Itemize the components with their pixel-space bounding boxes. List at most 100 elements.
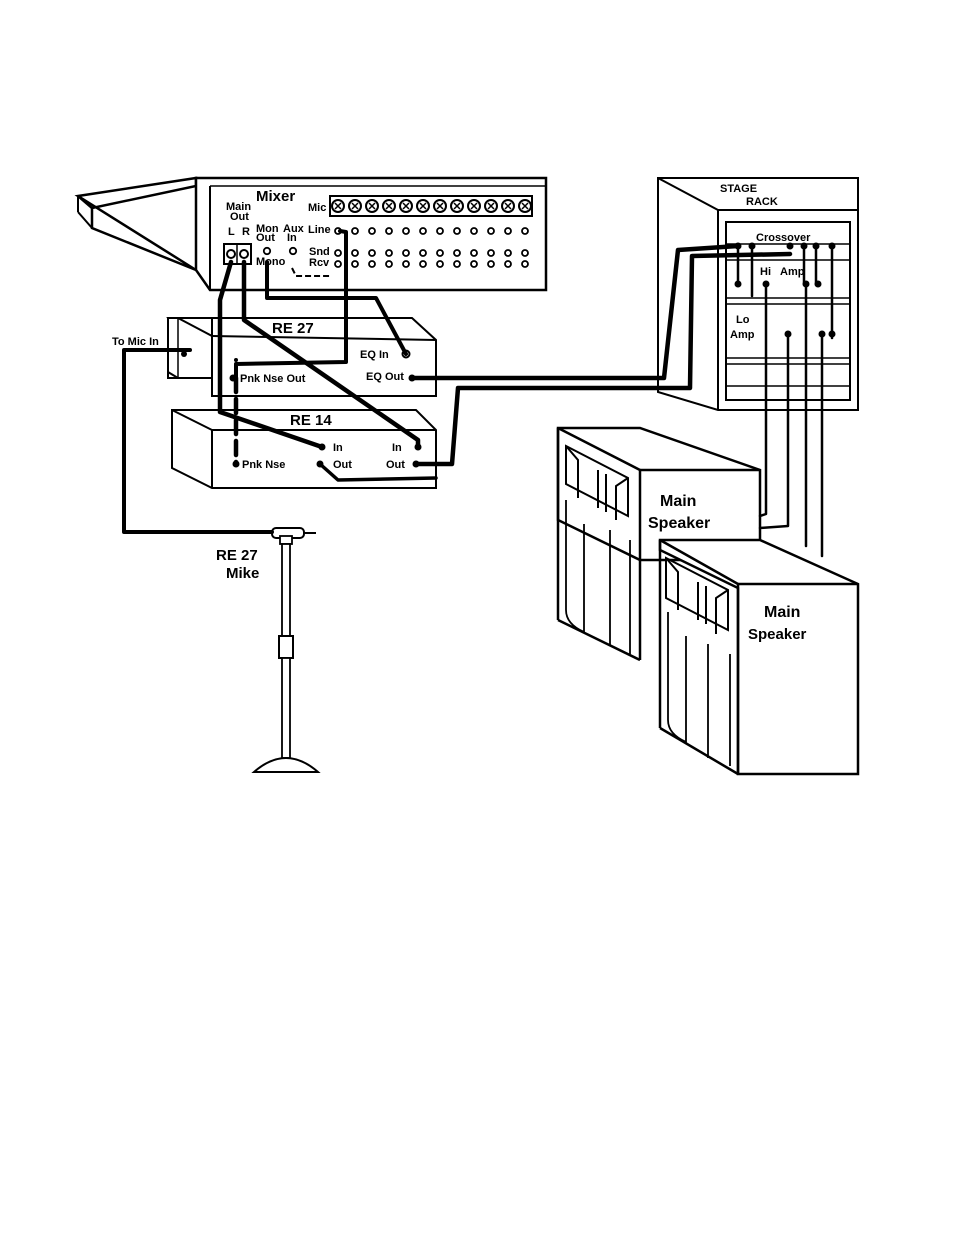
mixer-rcv-jack xyxy=(504,260,512,268)
mixer-line-jack xyxy=(419,227,427,235)
re14-title: RE 14 xyxy=(290,412,332,429)
re27-eq-out-label: EQ Out xyxy=(366,371,404,383)
line-to-pink-noise xyxy=(234,229,348,380)
mixer-aux-in-label-2: In xyxy=(287,232,297,244)
mixer-main-out-label-2: Out xyxy=(230,211,249,223)
mike-label: RE 27 xyxy=(216,547,258,564)
mixer-line-jack xyxy=(504,227,512,235)
hi-amp-label-2: Amp xyxy=(780,266,805,278)
mixer-line-jack xyxy=(470,227,478,235)
mixer-mic-jack-pin xyxy=(470,202,478,210)
mixer-aux-in-jack xyxy=(288,246,298,256)
stage-rack-title-2: RACK xyxy=(746,196,778,208)
mixer-snd-jack xyxy=(334,249,342,257)
mixer-snd-jack xyxy=(470,249,478,257)
mixer-snd-jack xyxy=(436,249,444,257)
re27-eq-in-label: EQ In xyxy=(360,349,389,361)
lo-amp-label-2: Amp xyxy=(730,329,755,341)
mixer-left-label: L xyxy=(228,226,235,238)
mixer-line-jack xyxy=(385,227,393,235)
mixer-line-jack xyxy=(402,227,410,235)
re14-out-to-crossover xyxy=(413,251,793,467)
mixer-snd-jack xyxy=(487,249,495,257)
mixer-rcv-jack xyxy=(521,260,529,268)
speaker-back-label-2: Speaker xyxy=(648,515,710,532)
mixer-rcv-jack xyxy=(385,260,393,268)
main-speaker-front: Main Speaker xyxy=(658,538,860,776)
mixer-mic-jack-pin xyxy=(453,202,461,210)
mixer-snd-jack xyxy=(453,249,461,257)
mike-label-2: Mike xyxy=(226,565,259,582)
mixer-mon-out-label: Mon xyxy=(256,223,279,235)
re27-title: RE 27 xyxy=(272,320,314,337)
re27-analyzer: RE 27 To Mic In EQ In EQ Out Pnk Nse Out xyxy=(112,317,437,397)
speaker-front-label: Main xyxy=(764,604,800,621)
mixer-snd-jack xyxy=(419,249,427,257)
main-speaker-back: Main Speaker xyxy=(556,426,762,662)
mixer-right-label: R xyxy=(242,226,250,238)
mixer-line-jack xyxy=(453,227,461,235)
main-left-to-re14-in xyxy=(217,259,325,450)
mixer-rcv-label: Rcv xyxy=(309,257,330,269)
eq-out-to-crossover xyxy=(409,243,741,381)
mixer-mic-jack-pin xyxy=(487,202,495,210)
mixer-line-jack xyxy=(351,227,359,235)
mixer-snd-jack xyxy=(351,249,359,257)
mixer-snd-jack xyxy=(504,249,512,257)
mixer-rcv-jack xyxy=(351,260,359,268)
lo-amp-label: Lo xyxy=(736,314,750,326)
mixer-mic-jack-pin xyxy=(334,202,342,210)
mixer-mic-jack-pin xyxy=(368,202,376,210)
mixer-mono-label: Mono xyxy=(256,256,286,268)
mixer-mic-jack-pin xyxy=(419,202,427,210)
mixer-snd-jack xyxy=(385,249,393,257)
mixer-rcv-jack xyxy=(402,260,410,268)
mixer-mon-out-jack xyxy=(262,246,272,256)
re14-equalizer: RE 14 In In Out Out Pnk Nse xyxy=(171,409,437,489)
re14-out-right-label: Out xyxy=(386,459,405,471)
mixer-receive-jacks xyxy=(334,260,529,268)
main-right-to-re14-in xyxy=(241,259,421,450)
mixer-mic-jack-pin xyxy=(436,202,444,210)
mic-cable xyxy=(122,348,274,534)
mixer-aux-in-label: Aux xyxy=(283,223,305,235)
mixer-snd-jack xyxy=(521,249,529,257)
mixer-mic-jack-pin xyxy=(402,202,410,210)
mixer-line-jack xyxy=(436,227,444,235)
mixer-line-jack xyxy=(487,227,495,235)
stage-rack-title: STAGE xyxy=(720,183,757,195)
mixer-main-out-label: Main xyxy=(226,201,251,213)
mixer-mic-jack-pin xyxy=(351,202,359,210)
mixer-mic-inputs xyxy=(329,195,533,217)
mixer-line-inputs xyxy=(334,227,529,235)
re14-in-left-label: In xyxy=(333,442,343,454)
mixer-rcv-jack xyxy=(419,260,427,268)
re14-pink-noise-label: Pnk Nse xyxy=(242,459,285,471)
mixer-rcv-jack xyxy=(334,260,342,268)
re14-out-loop xyxy=(318,462,438,482)
mono-to-eq-in xyxy=(265,260,408,356)
mixer-send-jacks xyxy=(334,249,529,257)
mixer-mon-out-label-2: Out xyxy=(256,232,275,244)
speaker-back-label: Main xyxy=(660,493,696,510)
re14-out-left-label: Out xyxy=(333,459,352,471)
mixer-title: Mixer xyxy=(256,188,295,205)
mixer-mic-jack-pin xyxy=(385,202,393,210)
mixer-mic-label: Mic xyxy=(308,202,326,214)
crossover-label: Crossover xyxy=(756,232,811,244)
mixer-rcv-jack xyxy=(487,260,495,268)
re27-pink-noise-out-label: Pnk Nse Out xyxy=(240,373,306,385)
mixer-line-label: Line xyxy=(308,224,331,236)
re14-in-right-label: In xyxy=(392,442,402,454)
mixer-line-jack xyxy=(521,227,529,235)
mixer: Mixer Main Out L R Mon Out Aux In Mono M… xyxy=(74,176,548,292)
mixer-snd-label: Snd xyxy=(309,246,330,258)
mixer-mic-jack-pin xyxy=(504,202,512,210)
mixer-main-out-jacks xyxy=(223,243,252,265)
mixer-mic-jack-pin xyxy=(521,202,529,210)
rack-connectors xyxy=(408,242,836,382)
mixer-rcv-jack xyxy=(470,260,478,268)
mixer-rcv-jack xyxy=(453,260,461,268)
mixer-line-jack xyxy=(368,227,376,235)
